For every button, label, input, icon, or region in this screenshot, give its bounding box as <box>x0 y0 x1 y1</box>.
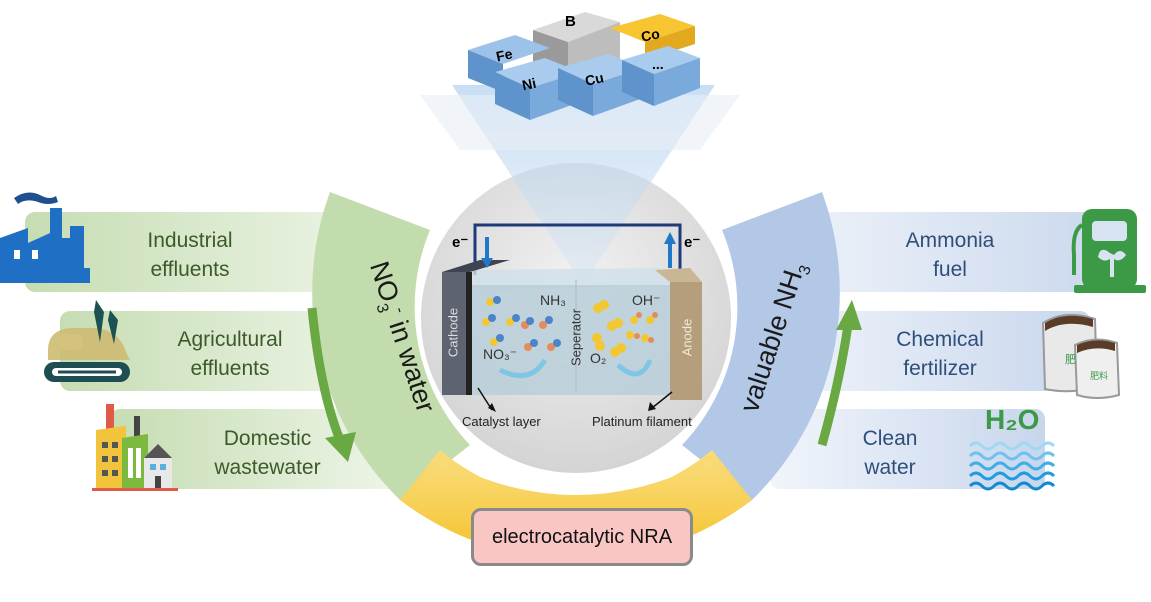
tractor-wheat-icon <box>44 300 130 382</box>
outflow-arrow <box>817 324 853 447</box>
cathode-plate <box>442 272 470 395</box>
product-ammonia-line1: Ammonia <box>905 229 995 252</box>
source-band-industrial <box>25 212 385 292</box>
product-band-ammonia <box>760 212 1135 292</box>
cathode-label: Cathode <box>445 307 461 358</box>
tile-cu <box>558 54 643 116</box>
source-band-domestic <box>110 409 400 489</box>
process-label-box: electrocatalytic NRA <box>471 508 693 566</box>
electron-label-left: e⁻ <box>452 234 469 251</box>
product-label-ammonia: Ammonia fuel <box>890 226 1010 284</box>
source-domestic-line1: Domestic <box>223 427 312 450</box>
anode-plate <box>670 282 702 400</box>
platinum-filament-label: Platinum filament <box>592 414 692 429</box>
element-label-b: B <box>565 13 576 30</box>
element-label-ni: Ni <box>520 74 538 94</box>
inflow-arrow <box>307 307 345 442</box>
product-fertilizer-line1: Chemical <box>896 328 984 351</box>
source-agricultural-line2: effluents <box>190 357 270 380</box>
source-label-domestic: Domestic wastewater <box>195 424 340 482</box>
fertilizer-bags-icon: 肥 肥料 <box>1041 313 1121 399</box>
nitrate-species-label: NO₃⁻ <box>483 346 518 362</box>
product-water-line2: water <box>864 456 916 479</box>
source-industrial-line1: Industrial <box>147 229 233 252</box>
electron-label-right: e⁻ <box>684 234 701 251</box>
product-band-water <box>770 409 1045 489</box>
oxygen-species-label: O₂ <box>590 350 607 366</box>
element-label-fe: Fe <box>494 45 514 65</box>
ammonia-species-label: NH₃ <box>540 292 566 308</box>
factory-icon <box>0 192 90 283</box>
tile-more <box>622 46 700 106</box>
source-domestic-line2: wastewater <box>214 456 321 479</box>
hydroxide-species-label: OH⁻ <box>632 292 661 308</box>
source-label-agricultural: Agricultural effluents <box>155 325 305 383</box>
process-label: electrocatalytic NRA <box>491 525 673 548</box>
product-water-line1: Clean <box>862 427 918 450</box>
product-ammonia-line2: fuel <box>933 258 967 281</box>
product-label-water: Clean water <box>850 424 930 482</box>
molecules <box>482 296 658 357</box>
anode-label: Anode <box>679 318 695 357</box>
source-label-industrial: Industrial effluents <box>120 226 260 284</box>
town-buildings-icon <box>92 404 178 491</box>
svg-text:肥: 肥 <box>1065 353 1076 366</box>
svg-text:肥料: 肥料 <box>1090 370 1108 381</box>
source-agricultural-line1: Agricultural <box>177 328 283 351</box>
water-waves-icon <box>968 441 1056 491</box>
separator-label: Seperator <box>568 308 584 367</box>
product-label-fertilizer: Chemical fertilizer <box>880 325 1000 383</box>
h2o-label: H₂O <box>985 404 1040 435</box>
element-label-more: ... <box>652 56 664 72</box>
catalyst-layer-label: Catalyst layer <box>462 414 541 429</box>
product-fertilizer-line2: fertilizer <box>903 357 977 380</box>
electrochemical-cell <box>442 223 702 412</box>
left-ring-segment <box>312 192 470 500</box>
source-band-agricultural <box>60 311 380 391</box>
fuel-pump-icon <box>1071 209 1146 293</box>
external-circuit-wire <box>473 223 682 275</box>
catalyst-element-tiles <box>468 12 700 120</box>
tile-fe <box>468 35 550 92</box>
source-industrial-line2: effluents <box>150 258 230 281</box>
right-ring-segment <box>682 192 840 500</box>
